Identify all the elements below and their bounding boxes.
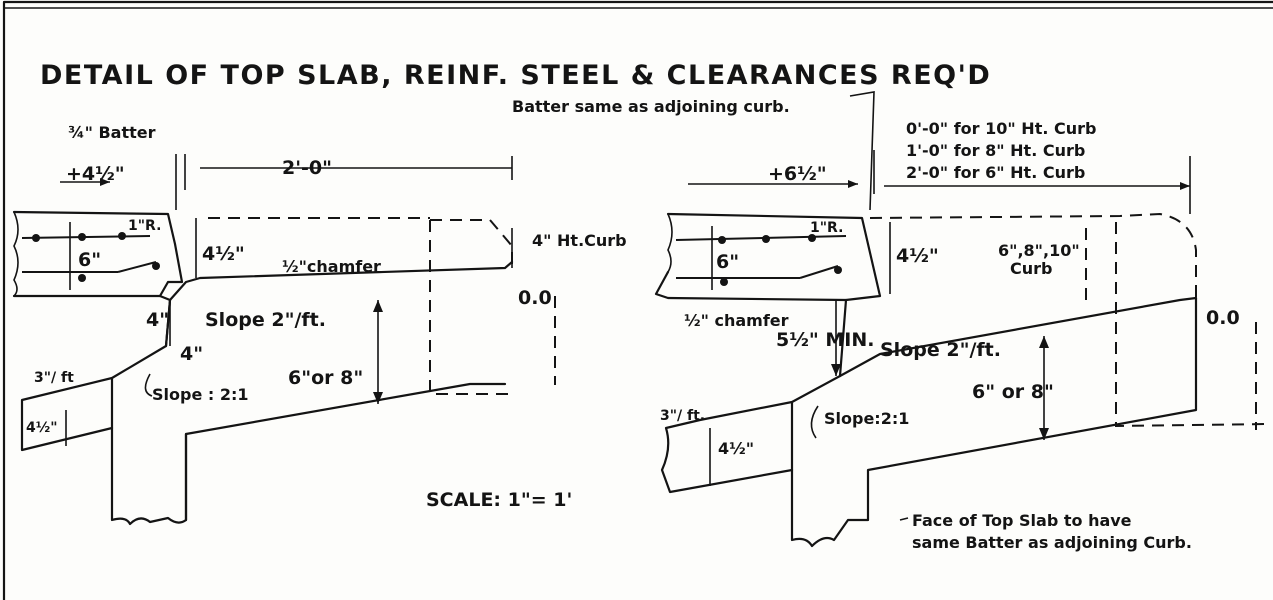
left-rise-label: 4½" bbox=[202, 243, 245, 265]
right-zero-label: 0.0 bbox=[1206, 307, 1240, 329]
left-slope-label: Slope 2"/ft. bbox=[205, 309, 326, 331]
rebar-dot bbox=[720, 278, 728, 286]
right-curb-heights: 6",8",10" bbox=[998, 241, 1080, 260]
left-break-line bbox=[13, 211, 19, 297]
right-curb-line-3: 2'-0" for 6" Ht. Curb bbox=[906, 163, 1085, 182]
right-slope-leader bbox=[810, 405, 819, 439]
right-curb-outline bbox=[869, 212, 1197, 298]
rebar-dot bbox=[718, 236, 726, 244]
right-slope-label: Slope 2"/ft. bbox=[880, 339, 1001, 361]
left-depth-label: 6" bbox=[78, 249, 101, 271]
right-edge-depth: 4½" bbox=[718, 439, 754, 458]
left-depth-value: 6"or 8" bbox=[288, 367, 363, 389]
arrowhead bbox=[831, 364, 841, 376]
left-slope-ratio: Slope : 2:1 bbox=[152, 385, 249, 404]
left-width-label: 2'-0" bbox=[282, 157, 332, 179]
left-edge-depth: 4½" bbox=[26, 420, 58, 436]
right-edge-slope: 3"/ ft. bbox=[660, 408, 705, 424]
rebar-dot bbox=[152, 262, 160, 270]
right-chamfer-label: ½" chamfer bbox=[684, 311, 789, 330]
right-slab-outline bbox=[654, 212, 882, 302]
right-slope-ratio: Slope:2:1 bbox=[824, 409, 909, 428]
right-min-label: 5½" MIN. bbox=[776, 329, 875, 351]
rebar-dot bbox=[78, 274, 86, 282]
rebar-dot bbox=[78, 233, 86, 241]
left-radius-label: 1"R. bbox=[128, 218, 161, 234]
right-batter-note: Batter same as adjoining curb. bbox=[512, 97, 790, 116]
left-steel-bend bbox=[117, 261, 157, 273]
left-drop-label: 4" bbox=[146, 309, 169, 331]
right-batter-leader bbox=[849, 91, 875, 211]
left-detail: ¾" Batter +4½" 2'-0" 1"R. 6" 4½" ½"chamf… bbox=[12, 123, 627, 526]
right-rise-label: 4½" bbox=[896, 245, 939, 267]
arrowhead bbox=[100, 178, 110, 186]
right-curb-word: Curb bbox=[1010, 259, 1052, 278]
left-curb-label: 4" Ht.Curb bbox=[532, 231, 627, 250]
right-slab-top bbox=[838, 296, 1198, 378]
right-break-line bbox=[667, 213, 673, 273]
right-depth-label: 6" bbox=[716, 251, 739, 273]
left-base-outline bbox=[110, 376, 507, 526]
right-base-outline bbox=[790, 296, 1198, 548]
scale-label: SCALE: 1"= 1' bbox=[426, 489, 572, 511]
right-face-leader bbox=[899, 517, 909, 521]
right-curb-line-1: 0'-0" for 10" Ht. Curb bbox=[906, 119, 1096, 138]
rebar-dot bbox=[32, 234, 40, 242]
arrowhead bbox=[1039, 336, 1049, 348]
right-face-note-1: Face of Top Slab to have bbox=[912, 511, 1132, 530]
right-detail: Batter same as adjoining curb. 0'-0" for… bbox=[512, 91, 1269, 552]
arrowhead bbox=[1039, 428, 1049, 440]
arrowhead bbox=[1180, 182, 1190, 190]
left-curb-outline bbox=[430, 219, 513, 268]
right-depth-value: 6" or 8" bbox=[972, 381, 1054, 403]
right-steel-bend bbox=[799, 265, 839, 279]
right-plus-label: +6½" bbox=[768, 163, 827, 185]
left-curb-base bbox=[429, 220, 512, 395]
left-batter-label: ¾" Batter bbox=[68, 123, 156, 142]
left-slope-leader bbox=[144, 373, 153, 397]
arrowhead bbox=[373, 392, 383, 404]
right-curb-base bbox=[1115, 222, 1269, 428]
rebar-dot bbox=[834, 266, 842, 274]
rebar-dot bbox=[762, 235, 770, 243]
right-gutter-profile bbox=[660, 298, 848, 494]
left-chamfer-label: ½"chamfer bbox=[282, 257, 381, 276]
right-radius-label: 1"R. bbox=[810, 220, 843, 236]
arrowhead bbox=[848, 180, 858, 188]
right-curb-line-2: 1'-0" for 8" Ht. Curb bbox=[906, 141, 1085, 160]
left-four-label: 4" bbox=[180, 343, 203, 365]
left-plus-label: +4½" bbox=[66, 163, 125, 185]
drawing-title: DETAIL OF TOP SLAB, REINF. STEEL & CLEAR… bbox=[40, 60, 991, 91]
right-face-note-2: same Batter as adjoining Curb. bbox=[912, 533, 1192, 552]
left-edge-slope: 3"/ ft bbox=[34, 370, 74, 386]
rebar-dot bbox=[808, 234, 816, 242]
right-steel-top bbox=[675, 235, 847, 241]
left-zero-label: 0.0 bbox=[518, 287, 552, 309]
arrowhead bbox=[373, 300, 383, 312]
rebar-dot bbox=[118, 232, 126, 240]
